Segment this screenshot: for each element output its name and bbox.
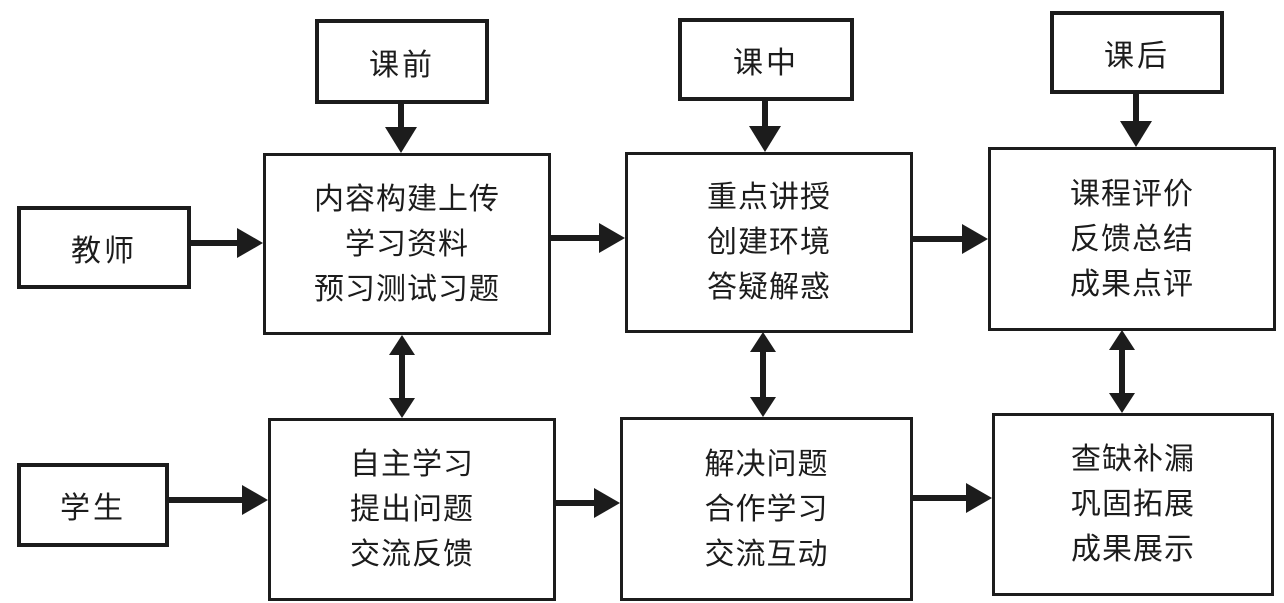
actor-box-teacher: 教师 (17, 206, 191, 289)
student-pre-class-box: 自主学习 提出问题 交流反馈 (268, 418, 556, 601)
student-in-class-line-2: 合作学习 (704, 491, 829, 527)
student-post-class-line-3: 成果展示 (1071, 532, 1195, 567)
arrow-head-right (962, 224, 988, 254)
teacher-post-class-box: 课程评价 反馈总结 成果点评 (988, 147, 1276, 331)
student-in-class-line-3: 交流互动 (704, 536, 829, 572)
arrow-shaft (399, 351, 405, 402)
arrow-head-up (1109, 330, 1135, 350)
arrow-shaft (555, 500, 598, 506)
arrow-head-down (1120, 121, 1152, 147)
arrow-bidirectional-post-class (1109, 330, 1135, 413)
actor-label-teacher: 教师 (71, 233, 137, 269)
student-pre-class-line-1: 自主学习 (350, 447, 474, 482)
arrow-bidirectional-in-class (750, 332, 776, 417)
teacher-pre-class-line-3: 预习测试习题 (314, 271, 500, 307)
arrow-in-class-down (749, 100, 781, 152)
student-post-class-box: 查缺补漏 巩固拓展 成果展示 (992, 413, 1274, 596)
arrow-shaft (550, 235, 603, 241)
arrow-student-to-pre-class (168, 485, 268, 515)
arrow-shaft (168, 497, 246, 503)
phase-box-in-class: 课中 (678, 18, 854, 101)
arrow-shaft (912, 495, 970, 501)
arrow-shaft (760, 348, 766, 401)
arrow-head-down (749, 126, 781, 152)
actor-label-student: 学生 (60, 491, 126, 526)
arrow-head-right (237, 228, 263, 258)
teacher-in-class-line-1: 重点讲授 (707, 180, 831, 215)
arrow-head-down (385, 127, 417, 153)
teacher-post-class-line-2: 反馈总结 (1070, 221, 1194, 257)
teacher-pre-class-line-1: 内容构建上传 (314, 181, 500, 217)
arrow-shaft (1119, 346, 1125, 397)
arrow-head-down (1109, 393, 1135, 413)
student-in-class-line-1: 解决问题 (704, 446, 829, 482)
arrow-teacher-in-to-post-class (912, 224, 988, 254)
arrow-teacher-pre-to-in-class (550, 223, 625, 253)
teacher-pre-class-line-2: 学习资料 (345, 226, 469, 262)
student-in-class-box: 解决问题 合作学习 交流互动 (620, 417, 913, 601)
arrow-student-pre-to-in-class (555, 488, 620, 518)
teacher-pre-class-box: 内容构建上传 学习资料 预习测试习题 (263, 153, 551, 335)
actor-box-student: 学生 (17, 463, 169, 547)
arrow-teacher-to-pre-class (190, 228, 263, 258)
phase-box-post-class: 课后 (1050, 11, 1224, 94)
phase-label-pre-class: 课前 (369, 47, 435, 83)
phase-label-post-class: 课后 (1104, 38, 1170, 74)
arrow-student-in-to-post-class (912, 483, 992, 513)
arrow-head-up (750, 332, 776, 352)
arrow-head-down (389, 398, 415, 418)
phase-box-pre-class: 课前 (315, 19, 489, 104)
arrow-shaft (762, 100, 768, 130)
arrow-head-down (750, 397, 776, 417)
arrow-head-right (599, 223, 625, 253)
phase-label-in-class: 课中 (733, 45, 799, 81)
student-pre-class-line-3: 交流反馈 (350, 537, 474, 572)
arrow-post-class-down (1120, 93, 1152, 147)
arrow-head-up (389, 335, 415, 355)
teacher-in-class-box: 重点讲授 创建环境 答疑解惑 (625, 152, 913, 333)
teacher-post-class-line-3: 成果点评 (1070, 266, 1194, 302)
student-pre-class-line-2: 提出问题 (350, 492, 474, 527)
arrow-bidirectional-pre-class (389, 335, 415, 418)
arrow-shaft (1133, 93, 1139, 125)
teacher-in-class-line-3: 答疑解惑 (707, 270, 831, 305)
arrow-shaft (912, 236, 966, 242)
arrow-head-right (966, 483, 992, 513)
teacher-in-class-line-2: 创建环境 (707, 225, 831, 260)
arrow-shaft (190, 240, 241, 246)
arrow-shaft (398, 103, 404, 131)
student-post-class-line-2: 巩固拓展 (1071, 487, 1195, 522)
arrow-pre-class-down (385, 103, 417, 153)
arrow-head-right (594, 488, 620, 518)
arrow-head-right (242, 485, 268, 515)
student-post-class-line-1: 查缺补漏 (1071, 442, 1195, 477)
teacher-post-class-line-1: 课程评价 (1070, 176, 1194, 212)
